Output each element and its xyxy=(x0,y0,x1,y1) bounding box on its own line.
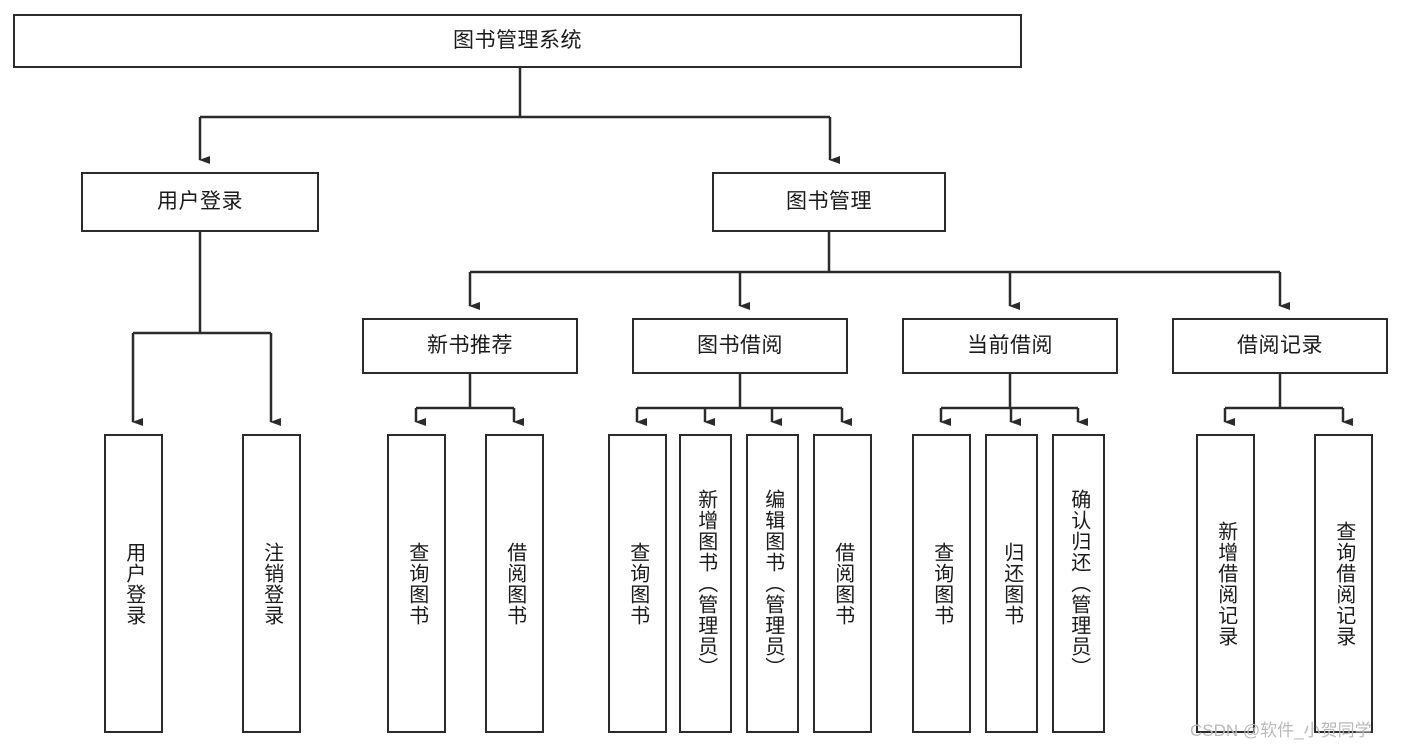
leaf-node-query-borrow-record-label: 查询借阅记录 xyxy=(1332,520,1355,647)
node-root-system-label: 图书管理系统 xyxy=(453,29,582,53)
root-to-level1-connectors xyxy=(198,68,840,164)
leaf-node-edit-book-admin-label: 编辑图书（管理员） xyxy=(761,489,784,678)
csdn-watermark: CSDN @软件_小贺同学 xyxy=(1190,721,1372,740)
node-borrow-record[interactable]: 借阅记录 xyxy=(1172,318,1388,374)
node-book-management-label: 图书管理 xyxy=(786,190,872,214)
leaf-node-user-login[interactable]: 用户登录 xyxy=(104,434,163,733)
leaf-node-query-book-current-label: 查询图书 xyxy=(930,541,953,626)
leaf-node-query-borrow-record[interactable]: 查询借阅记录 xyxy=(1314,434,1373,733)
node-new-book-recommend[interactable]: 新书推荐 xyxy=(362,318,578,374)
leaf-node-return-book-label: 归还图书 xyxy=(1000,541,1023,626)
leaf-node-borrow-book-recommend[interactable]: 借阅图书 xyxy=(485,434,544,733)
leaf-node-query-book-borrow[interactable]: 查询图书 xyxy=(608,434,667,733)
leaf-node-query-book-borrow-label: 查询图书 xyxy=(626,541,649,626)
leaf-node-add-borrow-record-label: 新增借阅记录 xyxy=(1214,520,1237,647)
book-management-to-level2-connectors xyxy=(468,232,1290,310)
leaf-node-add-book-admin-label: 新增图书（管理员） xyxy=(694,489,717,678)
leaf-node-confirm-return-admin[interactable]: 确认归还（管理员） xyxy=(1052,434,1105,733)
leaf-node-user-logout[interactable]: 注销登录 xyxy=(242,434,301,733)
node-book-borrow-label: 图书借阅 xyxy=(697,334,783,358)
leaf-node-query-book-recommend-label: 查询图书 xyxy=(405,541,428,626)
borrow-record-to-leaves-connectors xyxy=(1223,374,1353,426)
node-current-borrow[interactable]: 当前借阅 xyxy=(902,318,1118,374)
node-user-login-label: 用户登录 xyxy=(157,190,243,214)
leaf-node-add-borrow-record[interactable]: 新增借阅记录 xyxy=(1196,434,1255,733)
user-login-to-leaves-connectors xyxy=(131,232,281,426)
new-book-recommend-to-leaves-connectors xyxy=(414,374,524,426)
node-new-book-recommend-label: 新书推荐 xyxy=(427,334,513,358)
leaf-node-borrow-book-borrow-label: 借阅图书 xyxy=(831,541,854,626)
node-current-borrow-label: 当前借阅 xyxy=(967,334,1053,358)
node-root-system[interactable]: 图书管理系统 xyxy=(13,14,1022,68)
leaf-node-user-logout-label: 注销登录 xyxy=(260,541,283,626)
book-borrow-to-leaves-connectors xyxy=(635,374,852,426)
leaf-node-add-book-admin[interactable]: 新增图书（管理员） xyxy=(679,434,732,733)
current-borrow-to-leaves-connectors xyxy=(939,374,1088,426)
leaf-node-confirm-return-admin-label: 确认归还（管理员） xyxy=(1067,489,1090,678)
node-book-borrow[interactable]: 图书借阅 xyxy=(632,318,848,374)
leaf-node-user-login-label: 用户登录 xyxy=(122,541,145,626)
node-book-management[interactable]: 图书管理 xyxy=(712,172,946,232)
leaf-node-edit-book-admin[interactable]: 编辑图书（管理员） xyxy=(746,434,799,733)
leaf-node-query-book-recommend[interactable]: 查询图书 xyxy=(387,434,446,733)
leaf-node-return-book[interactable]: 归还图书 xyxy=(985,434,1038,733)
node-borrow-record-label: 借阅记录 xyxy=(1237,334,1323,358)
leaf-node-borrow-book-recommend-label: 借阅图书 xyxy=(503,541,526,626)
leaf-node-query-book-current[interactable]: 查询图书 xyxy=(912,434,971,733)
node-user-login[interactable]: 用户登录 xyxy=(81,172,319,232)
leaf-node-borrow-book-borrow[interactable]: 借阅图书 xyxy=(813,434,872,733)
